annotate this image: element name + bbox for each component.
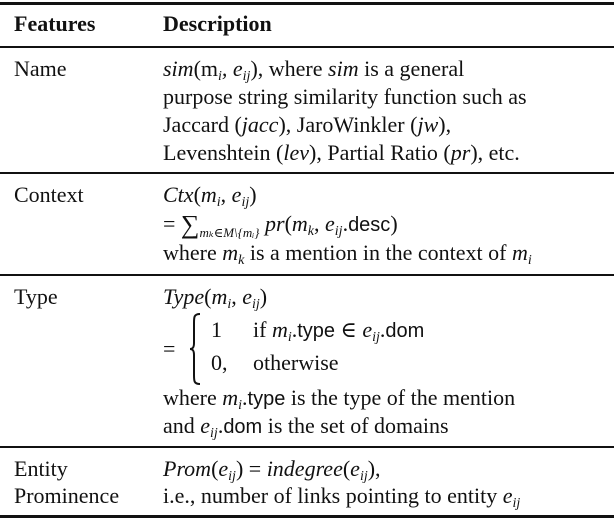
name-description-line-1: sim(mi, eij), where sim is a general — [163, 56, 465, 84]
name-description-line-4: Levenshtein (lev), Partial Ratio (pr), e… — [163, 140, 520, 165]
case-2: 0, otherwise — [211, 350, 339, 375]
row-rule-2 — [0, 274, 614, 276]
sum-symbol: ∑ — [180, 210, 200, 239]
name-description-line-2: purpose string similarity function such … — [163, 84, 527, 109]
type-where-line-1: where mi.type is the type of the mention — [163, 385, 516, 413]
left-brace-icon — [189, 313, 201, 385]
header-features: Features — [14, 11, 96, 36]
context-where-line: where mk is a mention in the context of … — [163, 240, 532, 268]
prominence-formula: Prom(eij) = indegree(eij), — [163, 456, 381, 484]
prominence-explanation: i.e., number of links pointing to entity… — [163, 483, 521, 511]
type-where-line-2: and eij.dom is the set of domains — [163, 413, 449, 441]
feature-context: Context — [14, 182, 84, 207]
bottom-rule — [0, 515, 614, 518]
header-rule — [0, 46, 614, 48]
row-rule-1 — [0, 172, 614, 174]
header-description: Description — [163, 11, 272, 36]
context-formula-line-1: Ctx(mi, eij) — [163, 182, 257, 210]
feature-prominence: Prominence — [14, 483, 120, 508]
type-formula-line-1: Type(mi, eij) — [163, 284, 268, 312]
case-1: 1 if mi.type ∈ eij.dom — [211, 317, 425, 345]
feature-name: Name — [14, 56, 67, 81]
context-formula-line-2: = ∑mₖ∈M\{mᵢ} pr(mk, eij.desc) — [163, 210, 398, 240]
row-rule-3 — [0, 446, 614, 448]
name-description-line-3: Jaccard (jacc), JaroWinkler (jw), — [163, 112, 452, 137]
feature-type: Type — [14, 284, 58, 309]
feature-entity: Entity — [14, 456, 68, 481]
top-rule — [0, 2, 614, 5]
